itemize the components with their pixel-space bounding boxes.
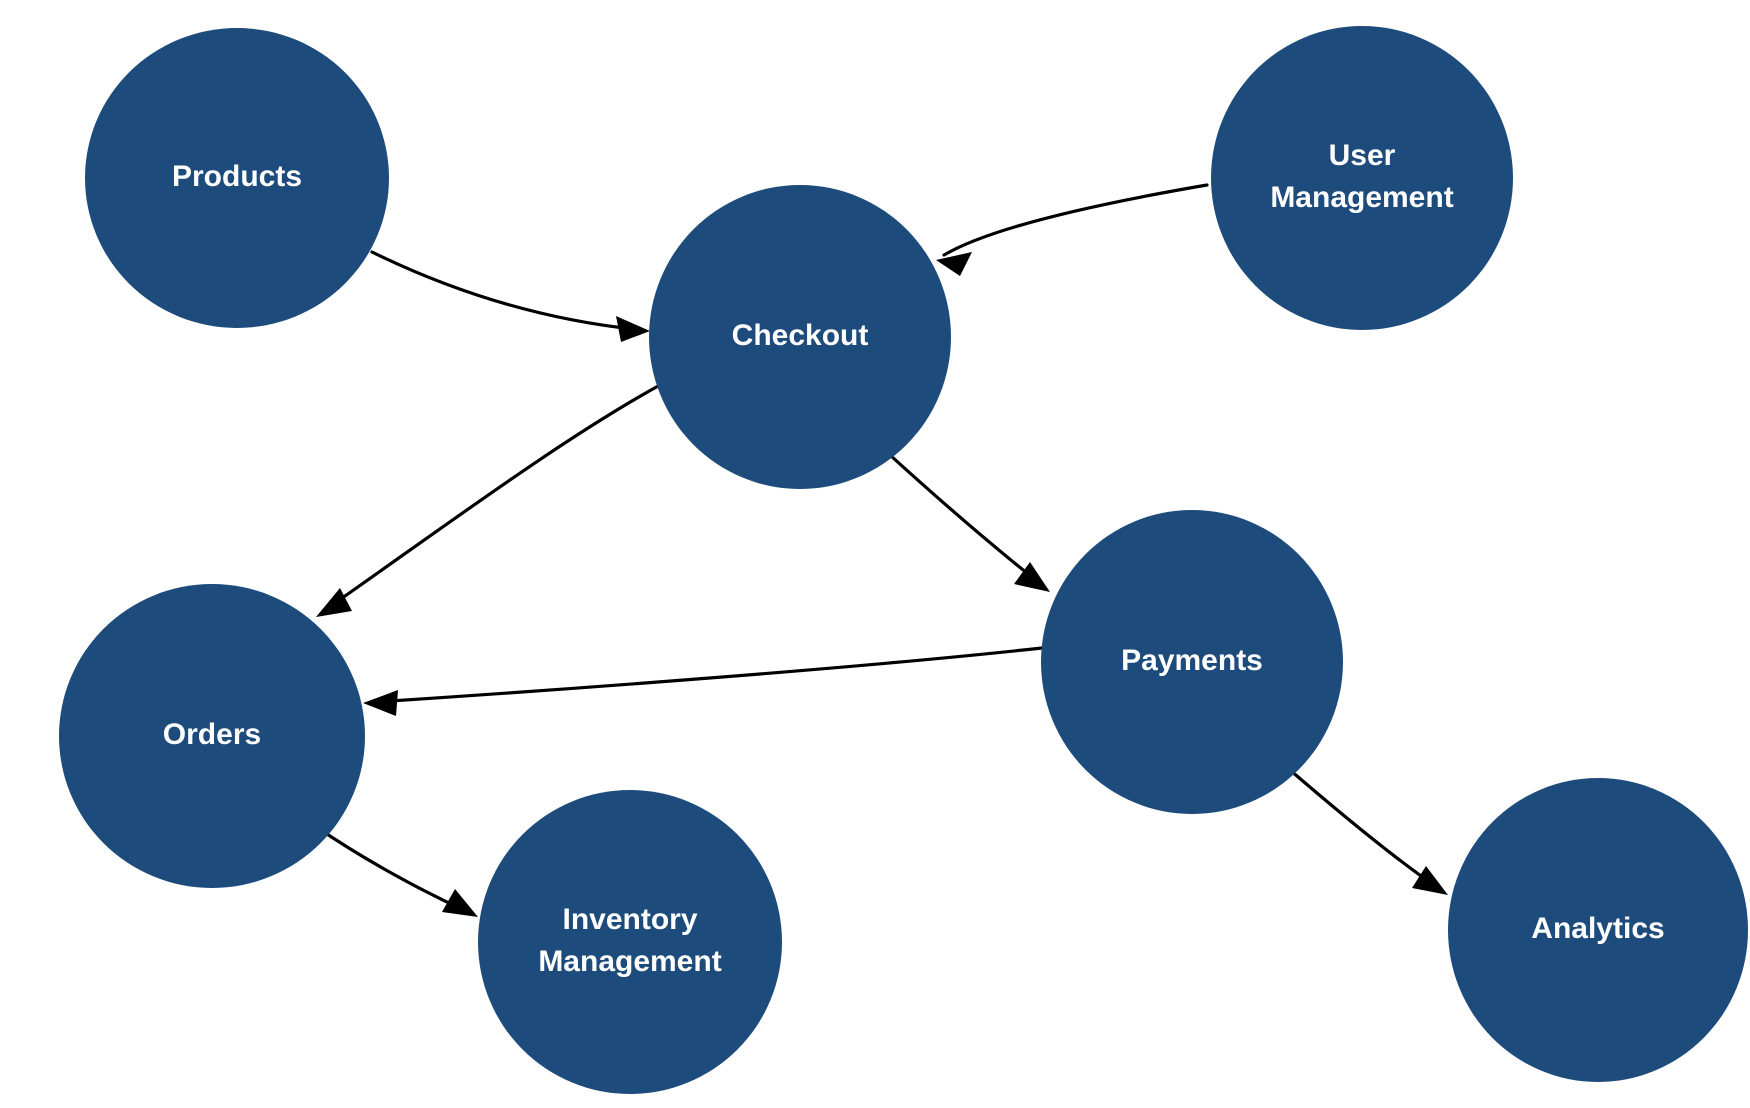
- arrowhead-icon: [363, 690, 398, 716]
- node-circle[interactable]: [1448, 778, 1748, 1082]
- edge-line: [370, 250, 644, 332]
- edge-checkout-to-payments: [888, 453, 1050, 592]
- edge-payments-to-analytics: [1288, 768, 1448, 895]
- arrowhead-icon: [616, 316, 650, 342]
- edge-line: [1288, 768, 1440, 890]
- edges-layer: [316, 183, 1448, 917]
- edge-line: [323, 383, 662, 612]
- node-circle[interactable]: [478, 790, 782, 1094]
- node-circle[interactable]: [1211, 26, 1513, 330]
- node-circle[interactable]: [85, 28, 389, 328]
- edge-line: [316, 826, 470, 914]
- node-checkout[interactable]: Checkout: [649, 185, 951, 489]
- arrowhead-icon: [1014, 562, 1050, 592]
- node-circle[interactable]: [1041, 510, 1343, 814]
- edge-orders-to-inventory-management: [316, 826, 478, 917]
- node-products[interactable]: Products: [85, 28, 389, 328]
- node-analytics[interactable]: Analytics: [1448, 778, 1748, 1082]
- edge-user-management-to-checkout: [936, 183, 1209, 276]
- arrowhead-icon: [936, 252, 972, 276]
- edge-line: [888, 453, 1044, 587]
- edge-payments-to-orders: [363, 646, 1044, 716]
- node-circle[interactable]: [649, 185, 951, 489]
- arrowhead-icon: [1412, 866, 1448, 895]
- edge-checkout-to-orders: [316, 383, 662, 617]
- node-circle[interactable]: [59, 584, 365, 888]
- edge-line: [373, 646, 1044, 704]
- node-payments[interactable]: Payments: [1041, 510, 1343, 814]
- node-orders[interactable]: Orders: [59, 584, 365, 888]
- arrowhead-icon: [442, 889, 478, 917]
- edge-products-to-checkout: [370, 250, 650, 342]
- arrowhead-icon: [316, 588, 352, 617]
- edge-line: [942, 183, 1209, 257]
